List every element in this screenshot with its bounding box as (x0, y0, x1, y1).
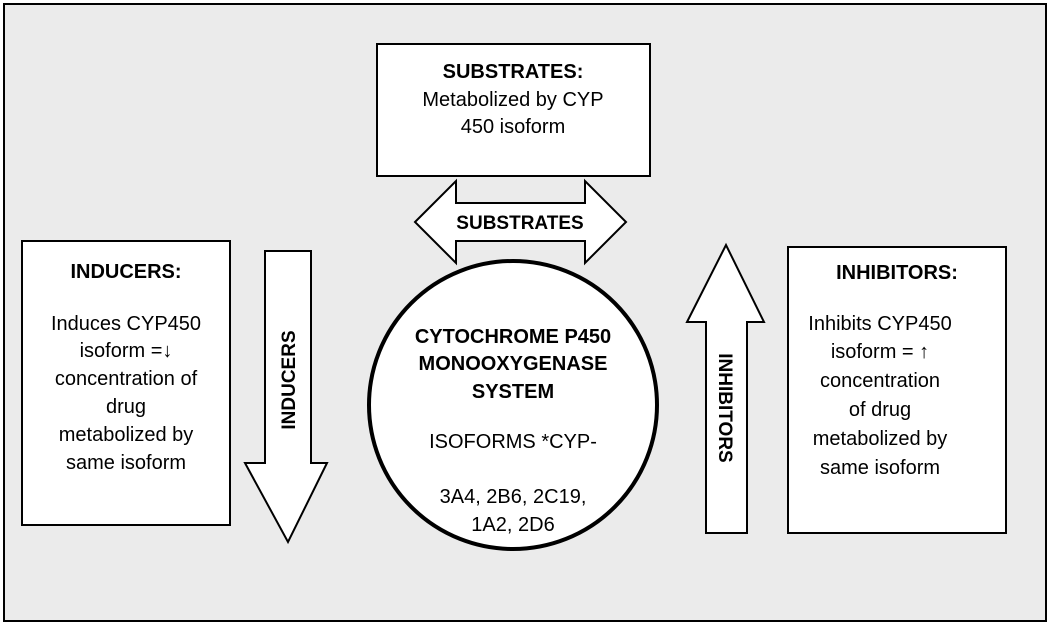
inhibitors-box-line-5: metabolized by (813, 428, 948, 450)
inducers-box-title: INDUCERS: (70, 261, 181, 283)
substrates-box-line-1: Metabolized by CYP (422, 89, 603, 111)
cytochrome-circle: CYTOCHROME P450 MONOOXYGENASE SYSTEM ISO… (367, 259, 659, 551)
inhibitors-up-arrow: INHIBITORS (685, 242, 766, 534)
substrates-arrow-label: SUBSTRATES (456, 213, 583, 234)
circle-title-line-2: MONOOXYGENASE (419, 353, 608, 375)
inducers-box-line-1: Induces CYP450 (51, 313, 201, 335)
inhibitors-box-line-1: Inhibits CYP450 (808, 313, 951, 335)
circle-title-line-3: SYSTEM (472, 381, 554, 403)
circle-isoforms-line-2: 1A2, 2D6 (471, 514, 554, 536)
inducers-arrow-label: INDUCERS (279, 330, 300, 429)
substrates-double-arrow: SUBSTRATES (413, 178, 628, 266)
circle-title-line-1: CYTOCHROME P450 (415, 326, 611, 348)
inhibitors-box-title: INHIBITORS: (836, 262, 958, 284)
substrates-box: SUBSTRATES: Metabolized by CYP 450 isofo… (376, 43, 651, 177)
inhibitors-arrow-label: INHIBITORS (714, 353, 735, 462)
inhibitors-box-line-2: isoform = ↑ (831, 341, 929, 363)
inducers-box: INDUCERS: Induces CYP450 isoform =↓ conc… (21, 240, 231, 526)
inducers-box-line-5: metabolized by (59, 424, 194, 446)
inducers-box-line-3: concentration of (55, 368, 198, 390)
inhibitors-box-line-4: of drug (849, 399, 911, 421)
inhibitors-box: INHIBITORS: Inhibits CYP450 isoform = ↑ … (787, 246, 1007, 534)
inducers-box-line-4: drug (106, 396, 146, 418)
circle-isoforms-line-1: 3A4, 2B6, 2C19, (440, 486, 587, 508)
substrates-box-line-2: 450 isoform (461, 116, 566, 138)
inducers-box-line-6: same isoform (66, 452, 186, 474)
circle-isoforms-label: ISOFORMS *CYP- (429, 431, 597, 453)
inhibitors-box-line-3: concentration (820, 370, 940, 392)
inducers-box-line-2: isoform =↓ (80, 340, 173, 362)
substrates-box-title: SUBSTRATES: (443, 61, 584, 83)
inducers-down-arrow: INDUCERS (243, 250, 329, 545)
inhibitors-box-line-6: same isoform (820, 457, 940, 479)
